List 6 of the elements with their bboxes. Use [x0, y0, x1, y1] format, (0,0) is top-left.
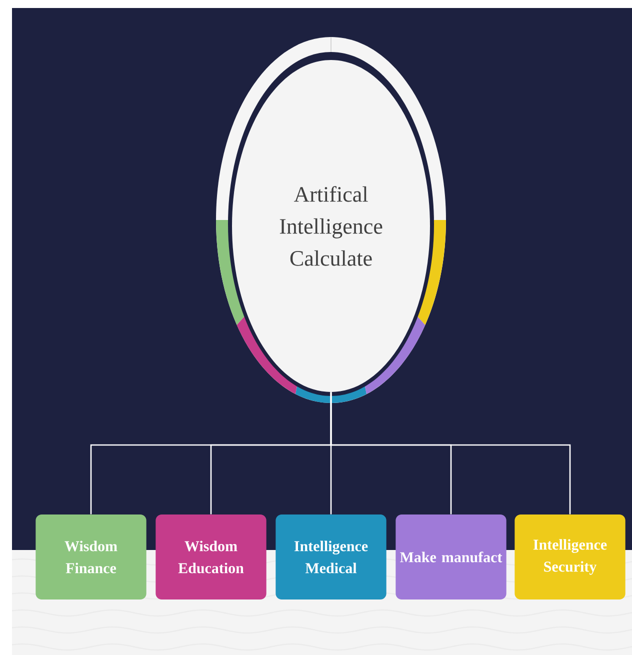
connector-line [330, 392, 571, 514]
category-box: Wisdom Finance [36, 514, 146, 600]
category-box: Intelligence Security [514, 514, 626, 600]
category-box: Make manufact [396, 514, 506, 600]
category-box: Intelligence Medical [276, 514, 386, 600]
category-box: Wisdom Education [156, 514, 266, 600]
